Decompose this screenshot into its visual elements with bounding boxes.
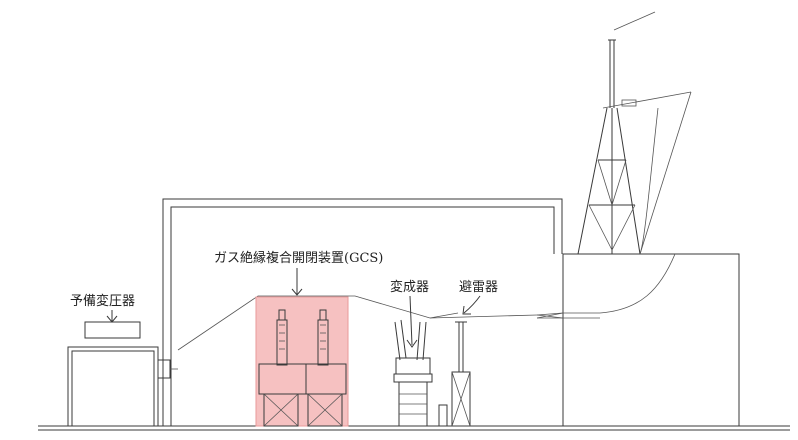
lightning-arrester [451,321,471,427]
ground-line [38,425,790,431]
arrester-arrow [462,295,481,315]
outdoor-structure [562,253,740,427]
arrester-label: 避雷器 [459,280,498,295]
overhead-conductors [177,91,692,351]
spare-transformer-arrow [106,310,118,323]
transformer-label: 変成器 [390,279,429,295]
instrument-transformer [393,319,448,427]
transformer-arrow [406,295,418,348]
spare-transformer-label: 予備変圧器 [70,293,135,309]
gcs-highlight [255,296,349,427]
gcs-label: ガス絶縁複合開閉装置(GCS) [214,250,383,266]
gcs-arrow [291,268,303,296]
steel-tower [577,11,692,255]
gcs-equipment [258,309,347,427]
spare-transformer [67,321,178,427]
building-outline [162,198,563,426]
